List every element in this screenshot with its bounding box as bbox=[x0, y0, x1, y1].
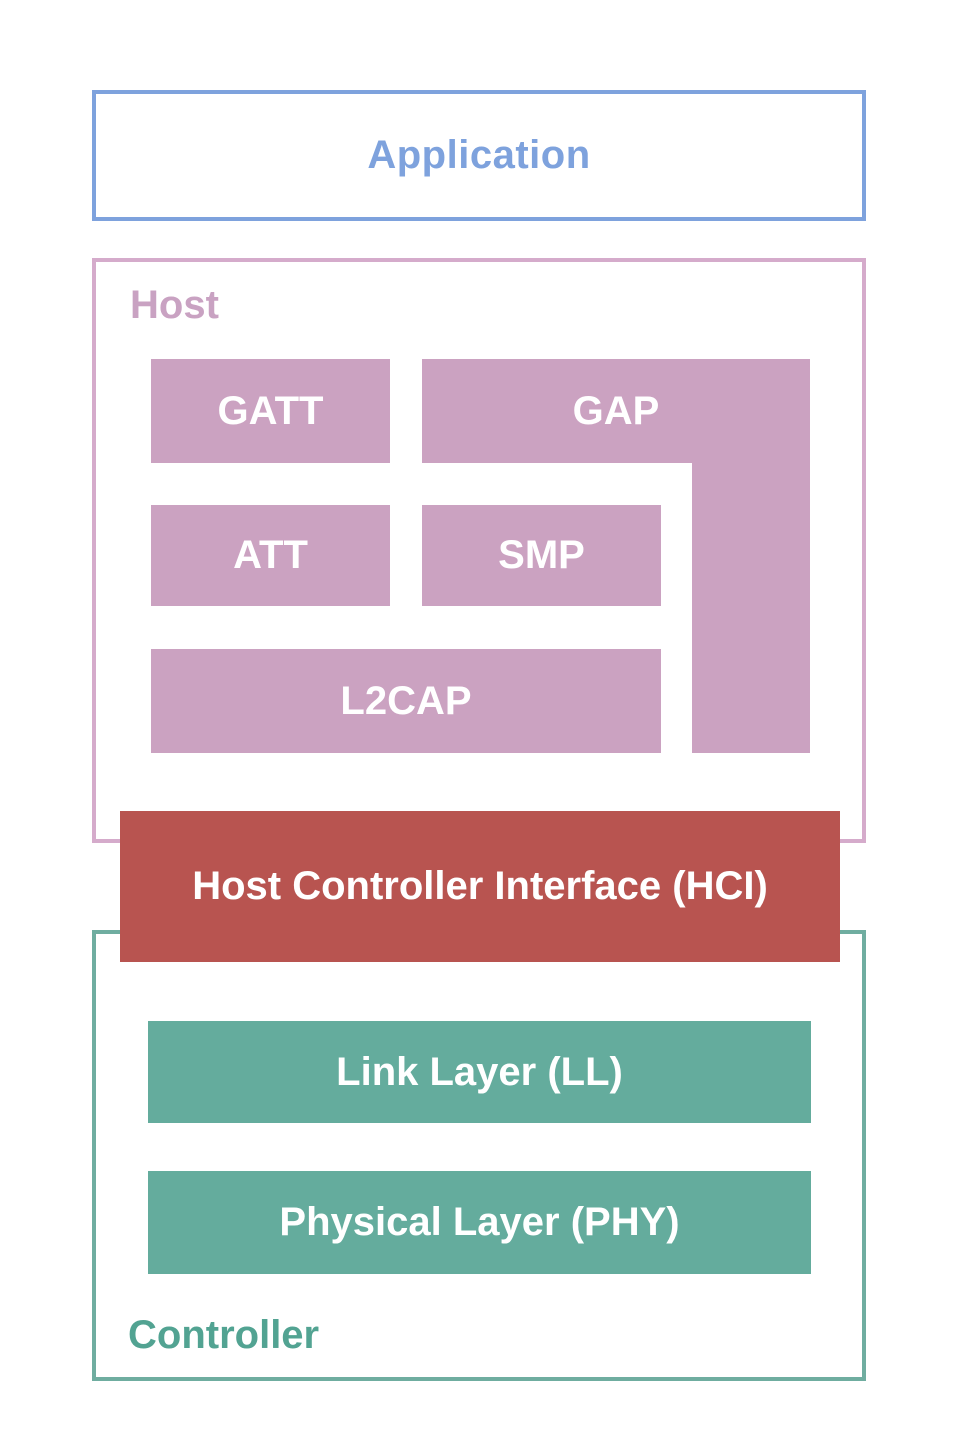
smp-label: SMP bbox=[498, 533, 585, 577]
host-label: Host bbox=[130, 283, 219, 327]
application-label: Application bbox=[367, 133, 591, 177]
hci-label: Host Controller Interface (HCI) bbox=[192, 864, 768, 908]
l2cap-block: L2CAP bbox=[151, 649, 661, 753]
link-layer-block: Link Layer (LL) bbox=[148, 1021, 811, 1123]
gap-block-top: GAP bbox=[422, 359, 810, 463]
application-box: Application bbox=[92, 90, 866, 221]
controller-label: Controller bbox=[128, 1313, 320, 1357]
gap-label: GAP bbox=[572, 388, 660, 433]
hci-block: Host Controller Interface (HCI) bbox=[120, 811, 840, 962]
physical-layer-label: Physical Layer (PHY) bbox=[279, 1200, 680, 1244]
gap-block-arm bbox=[692, 463, 810, 753]
gatt-label: GATT bbox=[217, 388, 324, 433]
link-layer-label: Link Layer (LL) bbox=[336, 1049, 623, 1094]
gatt-block: GATT bbox=[151, 359, 390, 463]
l2cap-label: L2CAP bbox=[340, 678, 472, 723]
physical-layer-block: Physical Layer (PHY) bbox=[148, 1171, 811, 1274]
att-block: ATT bbox=[151, 505, 390, 606]
att-label: ATT bbox=[233, 533, 308, 577]
smp-block: SMP bbox=[422, 505, 661, 606]
